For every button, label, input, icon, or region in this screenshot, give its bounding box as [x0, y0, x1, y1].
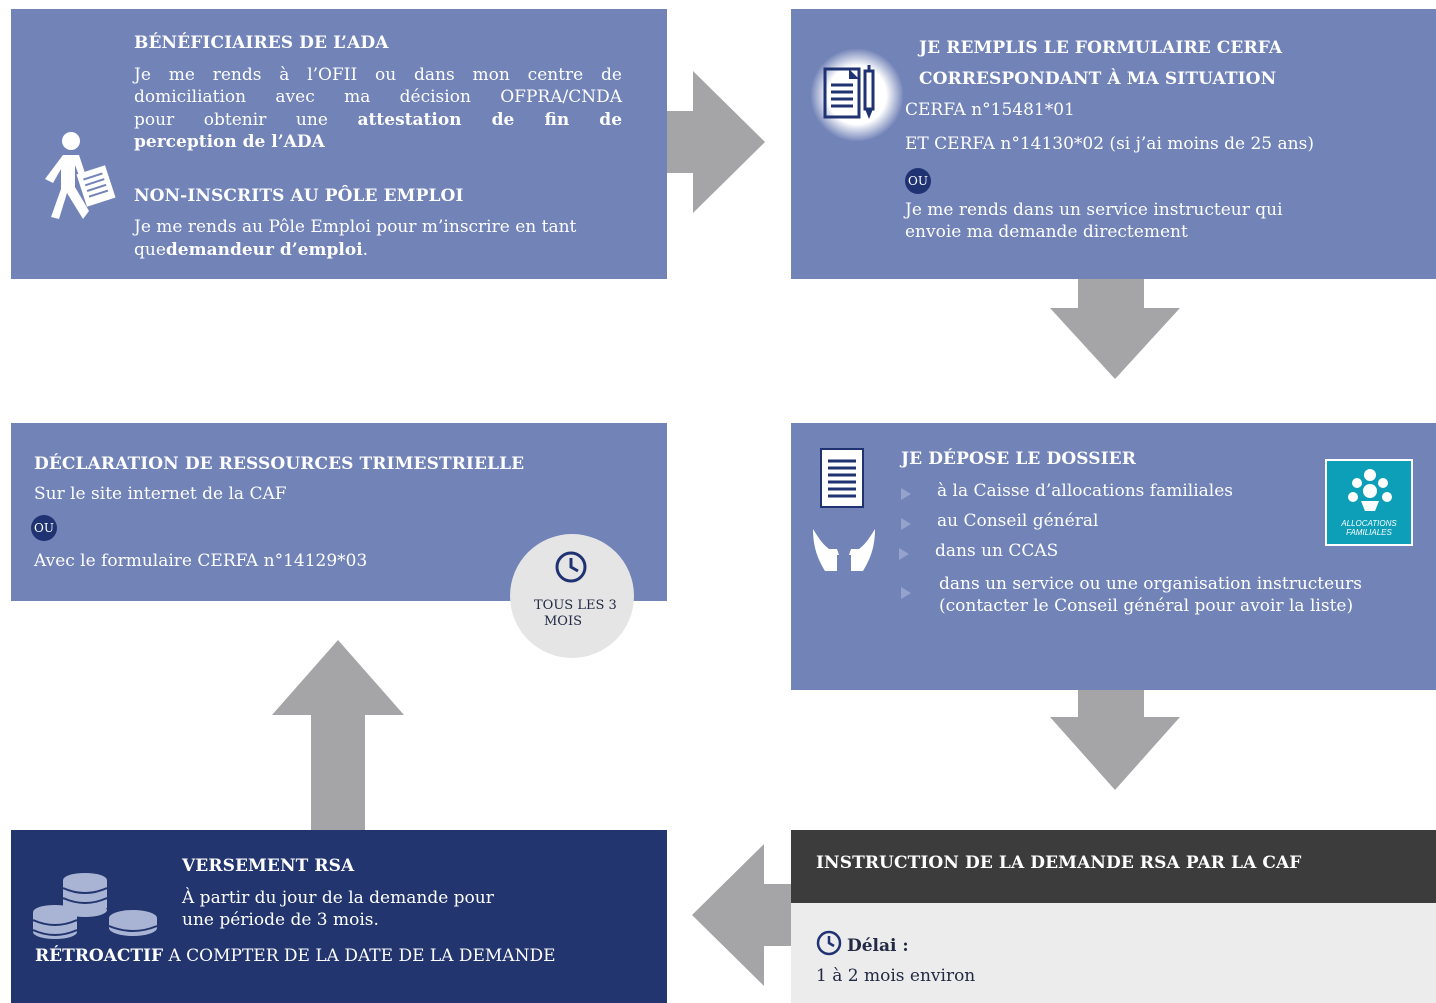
step-ada-box: BÉNÉFICIAIRES DE L’ADA Je me rends à l’O… — [11, 9, 667, 279]
bullet-icon — [901, 518, 911, 530]
declaration-title: DÉCLARATION DE RESSOURCES TRIMESTRIELLE — [34, 454, 525, 474]
ada-text-line-2: domiciliation avec ma décision OFPRA/CND… — [134, 87, 622, 107]
cerfa-line-2: ET CERFA n°14130*02 (si j’ai moins de 25… — [905, 134, 1314, 154]
depot-item-label: au Conseil général — [937, 511, 1099, 531]
versement-line-1: À partir du jour de la demande pour — [182, 888, 494, 908]
ada-title: BÉNÉFICIAIRES DE L’ADA — [134, 33, 389, 53]
declaration-line-2: Avec le formulaire CERFA n°14129*03 — [34, 551, 368, 571]
arrow-up — [272, 640, 404, 830]
delay-label: Délai : — [847, 936, 909, 956]
depot-item-label: dans un service ou une organisation inst… — [939, 574, 1362, 594]
quarterly-badge: TOUS LES 3 MOIS — [510, 534, 634, 658]
instruction-title: INSTRUCTION DE LA DEMANDE RSA PAR LA CAF — [816, 853, 1302, 873]
document-icon — [820, 448, 864, 508]
bullet-icon — [899, 548, 909, 560]
step-cerfa-box: JE REMPLIS LE FORMULAIRE CERFA CORRESPON… — [791, 9, 1436, 279]
badge-line-1: TOUS LES 3 — [534, 598, 617, 613]
step-instruction-body: Délai : 1 à 2 mois environ — [791, 903, 1436, 1003]
pole-emploi-line-2-plain: que — [134, 240, 166, 260]
caf-logo-line-2: FAMILIALES — [1346, 528, 1392, 537]
ada-text-line-3: pour obtenir une attestation de fin de — [134, 112, 622, 129]
demandeur-emploi-bold: demandeur d’emploi — [165, 240, 363, 260]
versement-footer-rest: A COMPTER DE LA DATE DE LA DEMANDE — [168, 946, 556, 966]
caf-logo: ALLOCATIONS FAMILIALES — [1325, 459, 1413, 546]
pole-emploi-line-2: quedemandeur d’emploi. — [134, 242, 368, 259]
declaration-line-1: Sur le site internet de la CAF — [34, 484, 287, 504]
walking-person-icon — [45, 132, 116, 219]
arrow-down-2 — [1050, 690, 1180, 790]
versement-line-2: une période de 3 mois. — [182, 910, 379, 930]
coins-icon — [32, 873, 158, 939]
arrow-down-1 — [1050, 279, 1180, 379]
depot-item-label: dans un CCAS — [935, 541, 1059, 561]
hands-icon — [813, 529, 875, 571]
step-depot-box: JE DÉPOSE LE DOSSIER à la Caisse d’alloc… — [791, 423, 1436, 690]
depot-item-4-line-2: (contacter le Conseil général pour avoir… — [939, 596, 1354, 616]
versement-footer: RÉTROACTIF A COMPTER DE LA DATE DE LA DE… — [35, 948, 556, 965]
step-instruction-header: INSTRUCTION DE LA DEMANDE RSA PAR LA CAF — [791, 830, 1436, 903]
form-pen-icon — [823, 65, 875, 119]
ada-attestation-bold: attestation de fin de — [357, 110, 623, 130]
cerfa-title-line-2: CORRESPONDANT À MA SITUATION — [919, 69, 1277, 89]
ada-text-line-1: Je me rends à l’OFII ou dans mon centre … — [134, 65, 622, 85]
clock-icon — [555, 551, 587, 583]
ou-badge: OU — [905, 168, 931, 194]
pole-emploi-line-2-end: . — [362, 240, 369, 260]
bullet-icon — [901, 488, 911, 500]
versement-title: VERSEMENT RSA — [182, 856, 355, 876]
caf-logo-icon — [1348, 469, 1392, 511]
arrow-left — [692, 844, 791, 986]
cerfa-line-3: Je me rends dans un service instructeur … — [905, 200, 1283, 220]
ou-badge: OU — [31, 515, 57, 541]
depot-title: JE DÉPOSE LE DOSSIER — [901, 449, 1136, 469]
depot-item-label: à la Caisse d’allocations familiales — [937, 481, 1233, 501]
clock-icon — [816, 930, 842, 956]
ada-text-line-4: perception de l’ADA — [134, 132, 325, 152]
ada-text-line-3-plain: pour obtenir une — [134, 110, 328, 130]
delay-value: 1 à 2 mois environ — [816, 966, 976, 986]
pole-emploi-title: NON-INSCRITS AU PÔLE EMPLOI — [134, 186, 464, 206]
step-versement-box: VERSEMENT RSA À partir du jour de la dem… — [11, 830, 667, 1003]
cerfa-line-1: CERFA n°15481*01 — [905, 100, 1075, 120]
caf-logo-line-1: ALLOCATIONS — [1341, 519, 1397, 528]
badge-line-2: MOIS — [544, 614, 583, 629]
cerfa-title-line-1: JE REMPLIS LE FORMULAIRE CERFA — [919, 38, 1283, 58]
retroactif-bold: RÉTROACTIF — [35, 946, 164, 966]
arrow-right — [667, 71, 765, 213]
pole-emploi-line-1: Je me rends au Pôle Emploi pour m’inscri… — [134, 217, 577, 237]
bullet-icon — [901, 587, 911, 599]
cerfa-line-4: envoie ma demande directement — [905, 222, 1188, 242]
